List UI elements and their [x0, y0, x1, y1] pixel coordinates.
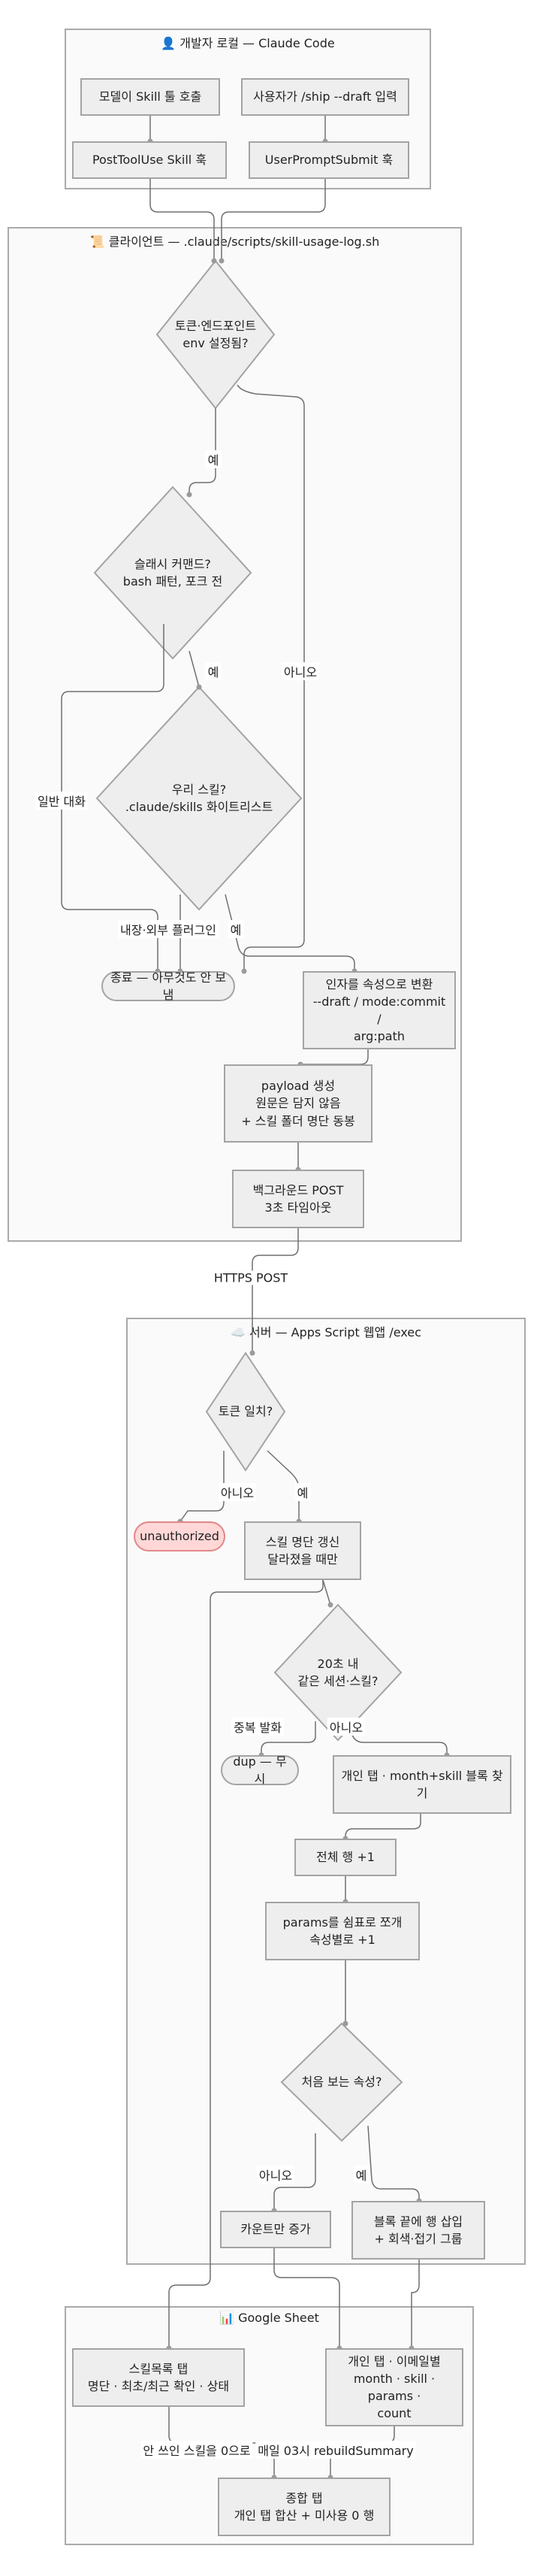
diamond-first-attr — [280, 2022, 403, 2142]
node-skill-refresh: 스킬 명단 갱신 달라졌을 때만 — [244, 1521, 361, 1580]
lane-server-title: ☁️ 서버 — Apps Script 웹앱 /exec — [231, 1325, 421, 1339]
edge-label-yes-slash: 예 — [205, 662, 222, 680]
edge-label-yes-skill: 예 — [228, 920, 244, 938]
node-prompt-hook: UserPromptSubmit 훅 — [249, 141, 409, 179]
node-skill-tab: 스킬목록 탭 명단 · 최초/최근 확인 · 상태 — [72, 2348, 245, 2407]
edge-label-normal-chat: 일반 대화 — [35, 792, 88, 810]
diamond-token-match — [205, 1352, 286, 1472]
edge-label-dup-call: 중복 발화 — [231, 1718, 284, 1736]
decision-within-20s: 20초 내 같은 세션·스킬? — [297, 1656, 379, 1688]
node-unauthorized: unauthorized — [134, 1521, 225, 1551]
node-counter: 카운트만 증가 — [220, 2211, 331, 2248]
node-personal-tab: 개인 탭 · month+skill 블록 찾기 — [333, 1755, 511, 1814]
edge-refresh-to-20s-arrowhead — [327, 1602, 333, 1608]
edge-skill-yes — [225, 894, 355, 971]
edge-slash-yes — [189, 650, 200, 688]
node-args: 인자를 속성으로 변환 --draft / mode:commit / arg:… — [303, 971, 456, 1049]
node-dup: dup — 무시 — [221, 1754, 299, 1786]
node-user-input: 사용자가 /ship --draft 입력 — [241, 78, 409, 116]
diamond-within-20s — [273, 1603, 403, 1742]
edge-personal-to-total — [345, 1814, 421, 1839]
edge-20s-dup — [261, 1721, 316, 1755]
edge-post-to-server-arrowhead — [249, 1350, 255, 1356]
decision-first-attr: 처음 보는 속성? — [301, 2075, 382, 2090]
edge-prompt-to-token-env — [221, 179, 326, 261]
edge-insert-to-user-tab — [411, 2260, 420, 2348]
node-bg-post: 백그라운드 POST 3초 타임아웃 — [232, 1170, 364, 1228]
diamond-slash-cmd — [93, 486, 252, 660]
decision-slash-cmd: 슬래시 커맨드? bash 패턴, 포크 전 — [122, 556, 223, 589]
node-model-call: 모델이 Skill 툴 호출 — [80, 78, 220, 116]
node-user-tab: 개인 탭 · 이메일별 month · skill · params · cou… — [325, 2348, 463, 2426]
node-end: 종료 — 아무것도 안 보냄 — [101, 970, 235, 1002]
edge-label-unused-zero: 안 쓰인 스킬을 0으로 — [140, 2441, 253, 2459]
edge-first-no — [273, 2133, 316, 2211]
edge-label-builtin-plugin: 내장·외부 플러그인 — [118, 920, 219, 938]
edge-post-to-token-env-arrowhead — [211, 258, 217, 264]
node-insert-row: 블록 끝에 행 삽입 + 회색·접기 그룹 — [351, 2201, 485, 2260]
edge-label-no-20s: 아니오 — [327, 1718, 366, 1736]
edge-post-to-server — [252, 1228, 299, 1353]
edge-label-yes-match: 예 — [294, 1483, 311, 1501]
edge-params-to-first-arrowhead — [342, 2021, 348, 2027]
decision-our-skill: 우리 스킬? .claude/skills 화이트리스트 — [125, 782, 273, 814]
edge-token-env-yes-arrowhead — [186, 492, 192, 498]
edge-label-https-post: HTTPS POST — [211, 1270, 291, 1285]
edge-label-rebuild: 매일 03시 rebuildSummary — [255, 2441, 416, 2459]
node-summary-tab: 종합 탭 개인 탭 합산 + 미사용 0 행 — [218, 2478, 391, 2536]
lane-dev-title: 👤 개발자 로컬 — Claude Code — [161, 36, 335, 50]
edge-refresh-to-20s — [322, 1579, 331, 1606]
node-post-hook: PostToolUse Skill 훅 — [72, 141, 227, 179]
edge-args-to-payload — [300, 1049, 369, 1065]
node-total-row: 전체 행 +1 — [294, 1839, 397, 1876]
edge-slash-yes-arrowhead — [196, 684, 202, 690]
decision-token-env: 토큰·엔드포인트 env 설정됨? — [174, 318, 257, 350]
edge-token-env-yes — [189, 408, 216, 495]
diamond-our-skill — [95, 686, 303, 911]
edge-refresh-to-skill-tab — [168, 1580, 324, 2348]
edge-token-env-no-arrowhead — [241, 968, 247, 974]
lane-client-title: 📜 클라이언트 — .claude/scripts/skill-usage-lo… — [89, 235, 380, 249]
edge-token-env-no — [237, 384, 305, 971]
edge-post-to-token-env — [149, 179, 215, 261]
edge-label-no-match: 아니오 — [218, 1483, 257, 1501]
edge-label-no-token: 아니오 — [281, 662, 320, 680]
edge-label-no-attr: 아니오 — [256, 2166, 295, 2184]
edge-label-yes-token: 예 — [205, 450, 222, 468]
edge-first-yes — [367, 2125, 420, 2201]
node-params: params를 쉼표로 쪼개 속성별로 +1 — [265, 1902, 420, 1960]
lane-sheet-title: 📊 Google Sheet — [219, 2311, 319, 2325]
edge-prompt-to-token-env-arrowhead — [219, 258, 225, 264]
decision-token-match: 토큰 일치? — [218, 1404, 273, 1419]
node-payload: payload 생성 원문은 담지 않음 + 스킬 폴더 명단 동봉 — [224, 1064, 373, 1143]
edge-token-no — [179, 1451, 225, 1522]
edge-label-yes-attr: 예 — [353, 2166, 369, 2184]
edge-counter-to-user-tab — [273, 2248, 340, 2348]
edge-20s-no — [346, 1728, 448, 1755]
